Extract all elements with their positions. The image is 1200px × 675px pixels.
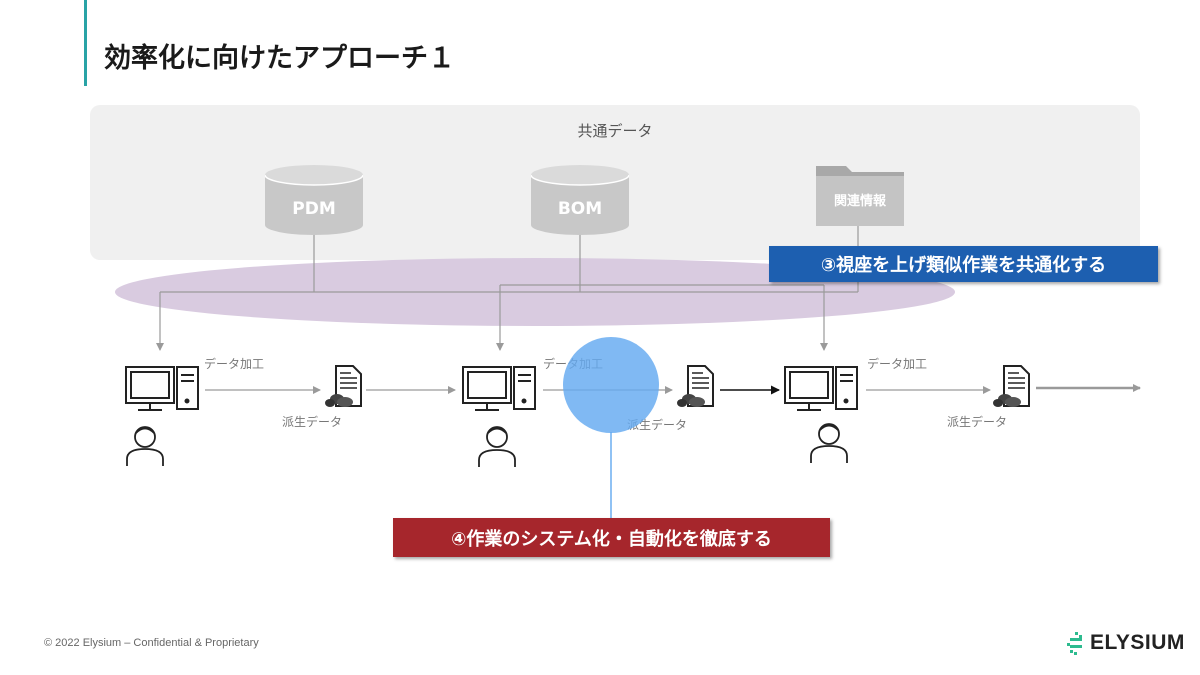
elysium-logo-icon <box>1067 632 1082 655</box>
pdm-label: PDM <box>292 199 336 219</box>
output-label-3: 派生データ <box>947 415 1008 429</box>
output-label-1: 派生データ <box>282 415 343 429</box>
bom-database-icon: BOM <box>530 165 630 235</box>
common-data-label: 共通データ <box>577 122 653 140</box>
copyright-text: © 2022 Elysium – Confidential & Propriet… <box>44 637 259 649</box>
document-icon-3 <box>993 365 1030 407</box>
folder-icon: 関連情報 <box>816 162 904 226</box>
title-accent-bar <box>84 0 87 86</box>
related-info-label: 関連情報 <box>833 194 886 209</box>
computer-icon-1 <box>125 366 199 411</box>
callout-automate: ④作業のシステム化・自動化を徹底する <box>393 518 830 557</box>
computer-icon-3 <box>784 366 858 411</box>
focus-circle <box>563 337 659 433</box>
document-icon-2 <box>677 365 714 407</box>
slide-title: 効率化に向けたアプローチ１ <box>104 43 455 74</box>
document-icon-1 <box>325 365 362 407</box>
user-icon-3 <box>810 423 848 463</box>
elysium-logo: ELYSIUM <box>1066 630 1185 656</box>
logo-text: ELYSIUM <box>1090 631 1185 654</box>
process-label-3: データ加工 <box>867 357 928 371</box>
user-icon-1 <box>126 426 164 466</box>
callout-standardize: ③視座を上げ類似作業を共通化する <box>769 246 1158 282</box>
computer-icon-2 <box>462 366 536 411</box>
process-label-1: データ加工 <box>204 357 265 371</box>
bom-label: BOM <box>557 199 603 219</box>
pdm-database-icon: PDM <box>264 165 364 235</box>
user-icon-2 <box>478 426 516 467</box>
